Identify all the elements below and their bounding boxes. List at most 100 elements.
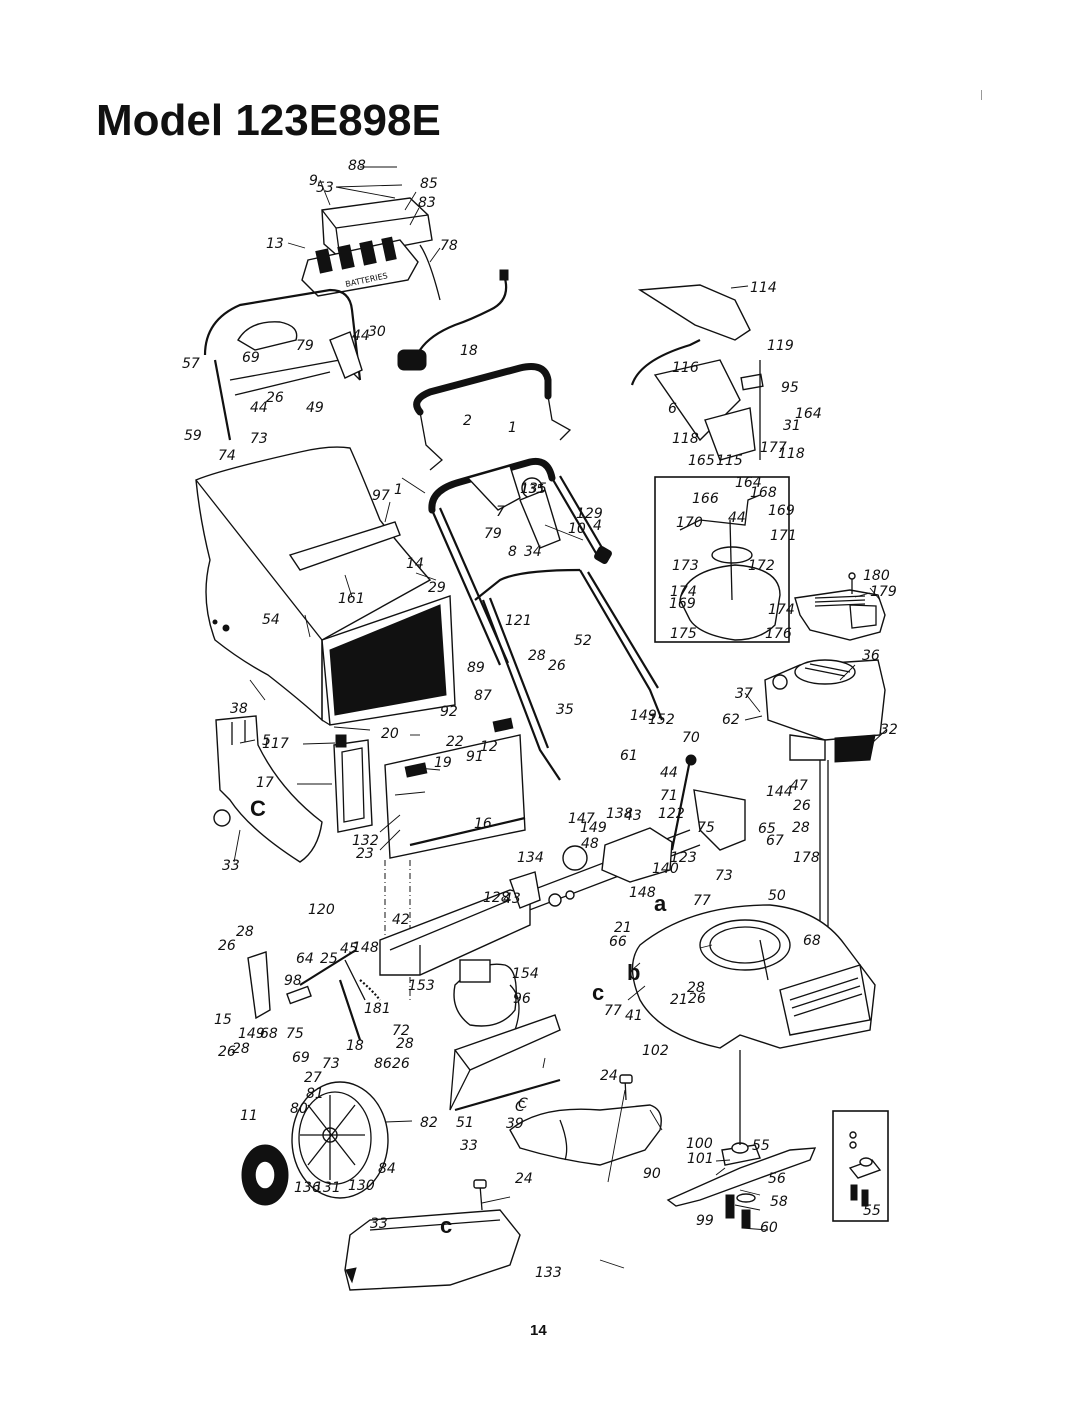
part-number-label: 74 — [218, 448, 236, 464]
part-number-label: 50 — [768, 888, 786, 904]
part-number-label: 62 — [722, 712, 740, 728]
part-number-label: C — [518, 1096, 528, 1112]
part-number-label: 147 — [568, 811, 595, 827]
part-number-label: 7 — [496, 504, 505, 520]
part-number-label: 152 — [648, 712, 675, 728]
part-number-label: 26 — [793, 798, 811, 814]
part-number-label: 43 — [503, 891, 521, 907]
part-number-label: 64 — [296, 951, 314, 967]
part-number-label: 132 — [352, 833, 379, 849]
catcher-frame — [288, 521, 456, 726]
part-number-label: 92 — [440, 704, 458, 720]
part-number-label: 128 — [483, 890, 510, 906]
part-number-label: 116 — [672, 360, 699, 376]
part-number-label: 153 — [408, 978, 435, 994]
part-number-label: 90 — [643, 1166, 661, 1182]
battery-pack: BATTERIES — [301, 236, 441, 301]
part-number-label: 26 — [548, 658, 566, 674]
part-number-label: 130 — [348, 1178, 375, 1194]
part-number-label: 70 — [682, 730, 700, 746]
part-number-label: 82 — [420, 1115, 438, 1131]
part-number-label: 44 — [660, 765, 678, 781]
part-number-label: 154 — [512, 966, 539, 982]
part-number-label: 164 — [795, 406, 822, 422]
part-number-label: 81 — [306, 1086, 324, 1102]
mower-deck — [631, 904, 876, 1049]
part-number-label: 148 — [629, 885, 656, 901]
part-number-label: 85 — [420, 176, 438, 192]
part-number-label: 118 — [778, 446, 805, 462]
part-number-label: 28 — [687, 980, 705, 996]
callout-letter: a — [654, 891, 667, 916]
part-number-label: 2 — [463, 413, 472, 429]
callout-letter: C — [250, 796, 266, 821]
part-number-label: 49 — [306, 400, 324, 416]
part-number-label: 68 — [260, 1026, 278, 1042]
part-number-label: 41 — [625, 1008, 643, 1024]
part-number-label: 28 — [792, 820, 810, 836]
part-number-label: 77 — [604, 1003, 622, 1019]
part-number-label: 87 — [474, 688, 492, 704]
part-number-label: 96 — [513, 991, 531, 1007]
part-number-label: 60 — [760, 1220, 778, 1236]
part-number-label: 24 — [515, 1171, 533, 1187]
part-number-label: 9 — [309, 173, 318, 189]
part-number-label: 33 — [370, 1216, 388, 1232]
part-number-label: 177 — [760, 440, 787, 456]
part-number-label: 5 — [262, 733, 271, 749]
part-number-label: 71 — [660, 788, 678, 804]
part-number-label: 31 — [783, 418, 801, 434]
part-number-label: 165 — [688, 453, 715, 469]
part-number-label: 115 — [716, 453, 743, 469]
blade — [666, 1147, 817, 1207]
part-number-label: 23 — [356, 846, 374, 862]
part-number-label: 97 — [372, 488, 390, 504]
part-number-label: 18 — [460, 343, 478, 359]
part-number-label: 26 — [266, 390, 284, 406]
part-number-label: 174 — [768, 602, 795, 618]
charger-cord — [397, 269, 509, 371]
rear-door — [333, 734, 373, 833]
part-number-label: 119 — [767, 338, 794, 354]
part-number-label: 54 — [262, 612, 280, 628]
part-number-label: 32 — [880, 722, 898, 738]
part-number-label: 27 — [304, 1070, 322, 1086]
part-number-label: 11 — [240, 1108, 258, 1124]
baffle-plate — [449, 1014, 561, 1112]
part-number-label: 73 — [322, 1056, 340, 1072]
part-number-label: 43 — [624, 808, 642, 824]
part-number-label: 47 — [790, 778, 808, 794]
part-number-label: 149 — [630, 708, 657, 724]
callout-letter: b — [627, 960, 640, 985]
part-number-label: 55 — [752, 1138, 770, 1154]
part-number-label: 37 — [735, 686, 753, 702]
part-number-label: 171 — [770, 528, 797, 544]
part-number-label: 75 — [286, 1026, 304, 1042]
part-number-label: 140 — [652, 861, 679, 877]
part-number-label: 19 — [434, 755, 452, 771]
part-number-label: 164 — [735, 475, 762, 491]
part-number-label: 69 — [292, 1050, 310, 1066]
part-number-label: 6 — [668, 401, 677, 417]
callout-letter: c — [440, 1213, 452, 1238]
part-number-label: 20 — [381, 726, 399, 742]
part-number-label: 44 — [250, 400, 268, 416]
part-number-label: 38 — [230, 701, 248, 717]
part-number-label: 180 — [863, 568, 890, 584]
leader-lines — [233, 166, 887, 1269]
part-number-label: 176 — [765, 626, 792, 642]
part-number-label: 72 — [392, 1023, 410, 1039]
drive-control-inset — [630, 284, 764, 461]
part-number-label: 35 — [556, 702, 574, 718]
part-number-label: 101 — [687, 1151, 714, 1167]
part-number-label: 77 — [693, 893, 711, 909]
part-number-label: 39 — [506, 1116, 524, 1132]
part-number-label: 26 — [392, 1056, 410, 1072]
part-number-label: 67 — [766, 833, 784, 849]
scan-mark — [981, 90, 982, 100]
part-number-label: 56 — [768, 1171, 786, 1187]
part-number-label: 134 — [517, 850, 544, 866]
part-number-label: 36 — [862, 648, 880, 664]
part-number-label: 79 — [296, 338, 314, 354]
